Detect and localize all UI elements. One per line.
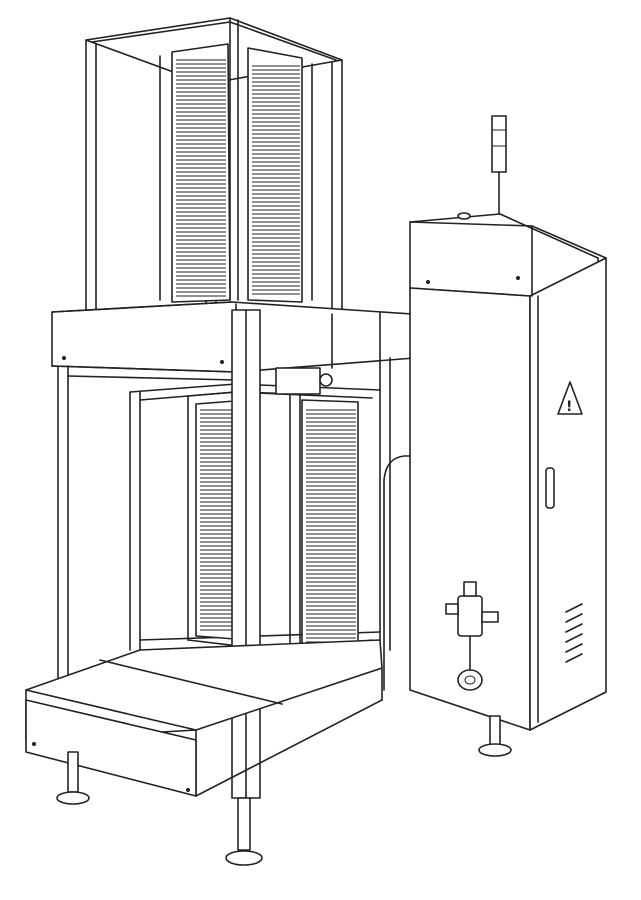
top-magazine-rack-left	[171, 43, 231, 303]
warning-triangle-glyph: !	[566, 399, 572, 415]
front-post	[231, 309, 261, 799]
lower-magazine-rack-right	[301, 399, 359, 653]
leveling-feet	[56, 715, 512, 866]
foot-left	[56, 751, 90, 805]
bottom-tray	[25, 639, 383, 797]
warning-triangle-icon: !	[557, 381, 583, 415]
top-magazine-rack-right	[247, 47, 303, 303]
foot-right	[478, 715, 512, 757]
control-cabinet	[383, 115, 607, 731]
air-regulator	[445, 581, 499, 691]
foot-front	[225, 797, 263, 866]
